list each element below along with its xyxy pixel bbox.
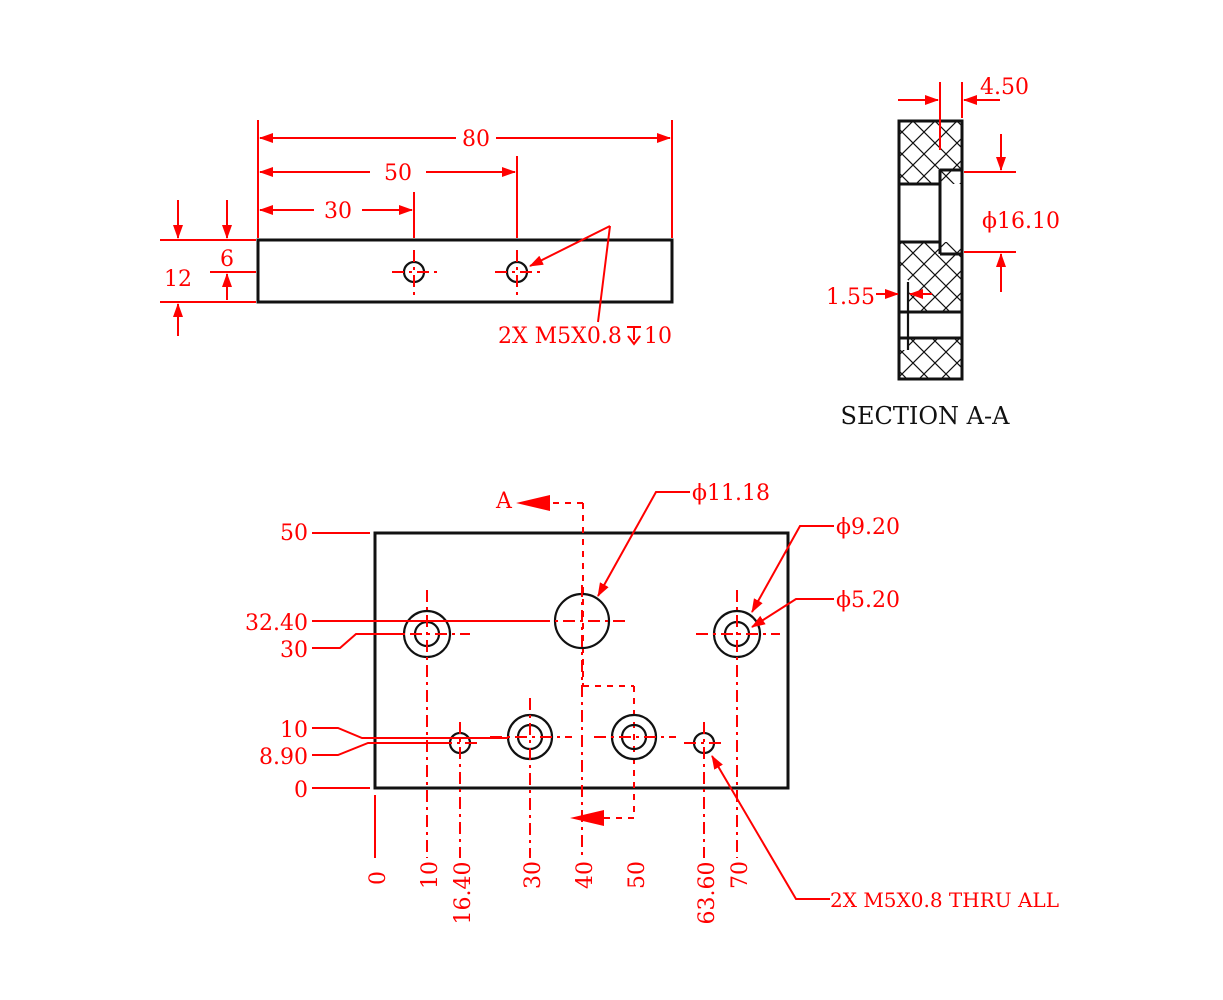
dim-80-label: 80 [462, 127, 490, 152]
xord-label-6360: 63.60 [695, 862, 720, 925]
yord-label-0: 0 [294, 778, 308, 803]
hatch-top [900, 122, 962, 184]
callout-leader-2 [529, 225, 611, 267]
xord-label-0: 0 [366, 871, 391, 885]
xord-label-30: 30 [521, 861, 546, 889]
yord-label-10: 10 [280, 718, 308, 743]
dim-1610-value: 16.10 [997, 209, 1060, 234]
diameter-symbol: ϕ [982, 209, 997, 234]
diam-520-value: 5.20 [851, 588, 900, 613]
leader-1118 [597, 491, 690, 597]
yord-10 [312, 727, 508, 739]
top-callout-depth: 10 [644, 324, 672, 349]
yord-30 [312, 633, 404, 649]
dim-12-label: 12 [164, 267, 192, 292]
leader-920 [751, 525, 834, 613]
section-outline [897, 119, 964, 381]
front-view: A 0 10 16.40 30 40 50 6 [245, 481, 1059, 924]
diameter-symbol-1118: ϕ [692, 481, 707, 506]
diam-1118-value: 11.18 [707, 481, 770, 506]
yord-label-50: 50 [280, 521, 308, 546]
leader-520 [751, 598, 834, 628]
diameter-symbol-520: ϕ [836, 588, 851, 613]
diam-920-label: ϕ9.20 [836, 515, 900, 540]
hole-cavity [900, 184, 938, 242]
thru-callout-label: 2X M5X0.8 THRU ALL [830, 888, 1059, 912]
xord-label-70: 70 [728, 861, 753, 889]
hole-cavity-2 [900, 312, 962, 338]
thread-relief [900, 280, 908, 350]
yord-label-3240: 32.40 [245, 611, 308, 636]
diam-520-label: ϕ5.20 [836, 588, 900, 613]
dim-50-label: 50 [384, 161, 412, 186]
callout-leader-1 [597, 225, 611, 323]
hatch-bottom [900, 338, 962, 378]
dim-30-label: 30 [324, 199, 352, 224]
diam-1118-label: ϕ11.18 [692, 481, 770, 506]
dim-450-label: 4.50 [980, 75, 1029, 100]
section-title: SECTION A-A [841, 402, 1011, 430]
yord-label-890: 8.90 [259, 745, 308, 770]
diam-920-value: 9.20 [851, 515, 900, 540]
dim-155-label: 1.55 [826, 285, 875, 310]
section-marker-label: A [495, 489, 513, 514]
yord-label-30: 30 [280, 638, 308, 663]
dim-1610-label: ϕ16.10 [982, 209, 1060, 234]
diameter-symbol-920: ϕ [836, 515, 851, 540]
xord-label-10: 10 [418, 861, 443, 889]
leader-thru [711, 755, 830, 900]
xord-label-50: 50 [625, 861, 650, 889]
xord-label-40: 40 [573, 861, 598, 889]
section-arrow-top-icon [516, 495, 550, 511]
depth-symbol-icon [627, 326, 641, 346]
yord-890 [312, 742, 450, 756]
section-view: 4.50 ϕ16.10 1.55 SECTION A-A [826, 75, 1060, 430]
dim-6-label: 6 [220, 247, 234, 272]
top-view: 80 50 30 12 6 2X M5X0.8 10 [160, 120, 674, 349]
top-view-outline [256, 238, 674, 304]
xord-label-1640: 16.40 [451, 862, 476, 925]
top-callout-label: 2X M5X0.8 [498, 324, 622, 349]
section-arrow-bottom-icon [570, 810, 604, 826]
